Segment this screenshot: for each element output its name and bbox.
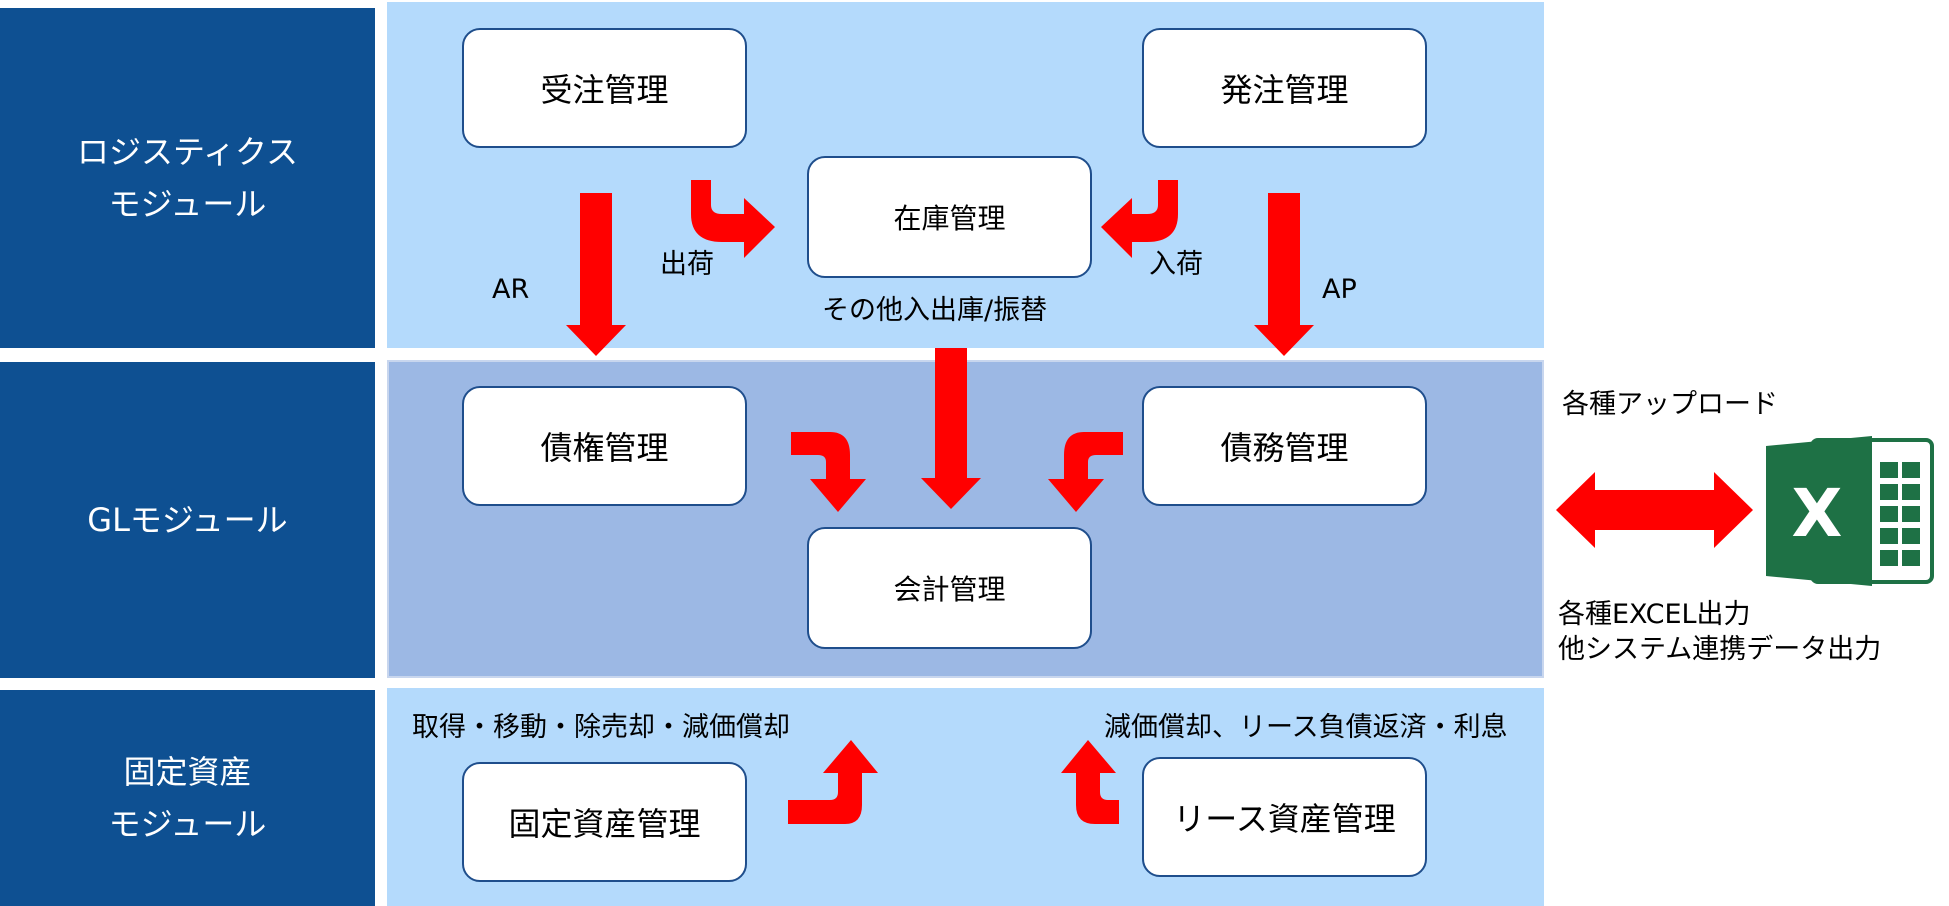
other-stock-arrow bbox=[921, 348, 981, 509]
excel-upload-label: 各種アップロード bbox=[1562, 389, 1778, 420]
gl-module-label: GLモジュール bbox=[0, 362, 375, 678]
logistics-module-line2: モジュール bbox=[108, 185, 267, 223]
accounting-box: 会計管理 bbox=[807, 527, 1092, 649]
excel-export-label-1: 各種EXCEL出力 bbox=[1558, 599, 1751, 630]
gl-module-line1: GLモジュール bbox=[87, 501, 288, 539]
fixed-asset-ops-label: 取得・移動・除売却・減価償却 bbox=[412, 712, 790, 743]
excel-double-arrow bbox=[1556, 472, 1753, 548]
receiving-arrow bbox=[1101, 180, 1178, 258]
lease-asset-arrow bbox=[1061, 740, 1119, 824]
lease-ops-label: 減価償却、リース負債返済・利息 bbox=[1104, 712, 1508, 743]
payables-arrow bbox=[1048, 432, 1123, 512]
shipping-label: 出荷 bbox=[660, 249, 714, 280]
receiving-label: 入荷 bbox=[1149, 249, 1203, 280]
excel-icon-letter: X bbox=[1792, 475, 1843, 552]
fixed-assets-module-line2: モジュール bbox=[108, 805, 267, 843]
lease-asset-mgmt-box: リース資産管理 bbox=[1142, 757, 1427, 877]
other-stock-label: その他入出庫/振替 bbox=[822, 295, 1048, 326]
ap-arrow bbox=[1254, 193, 1314, 356]
excel-export-label-2: 他システム連携データ出力 bbox=[1558, 634, 1882, 665]
receivables-box: 債権管理 bbox=[462, 386, 747, 506]
logistics-module-line1: ロジスティクス bbox=[76, 133, 299, 171]
receivables-arrow bbox=[791, 432, 866, 512]
payables-box: 債務管理 bbox=[1142, 386, 1427, 506]
ap-label: AP bbox=[1322, 274, 1357, 305]
fixed-asset-arrow bbox=[788, 740, 878, 824]
fixed-assets-module-line1: 固定資産 bbox=[123, 753, 252, 791]
inventory-box: 在庫管理 bbox=[807, 156, 1092, 278]
shipping-arrow bbox=[691, 180, 775, 258]
fixed-asset-mgmt-box: 固定資産管理 bbox=[462, 762, 747, 882]
purchase-ordering-box: 発注管理 bbox=[1142, 28, 1427, 148]
ar-arrow bbox=[566, 193, 626, 356]
fixed-assets-module-label: 固定資産 モジュール bbox=[0, 690, 375, 906]
ar-label: AR bbox=[492, 274, 530, 305]
logistics-module-label: ロジスティクス モジュール bbox=[0, 8, 375, 348]
order-receiving-box: 受注管理 bbox=[462, 28, 747, 148]
